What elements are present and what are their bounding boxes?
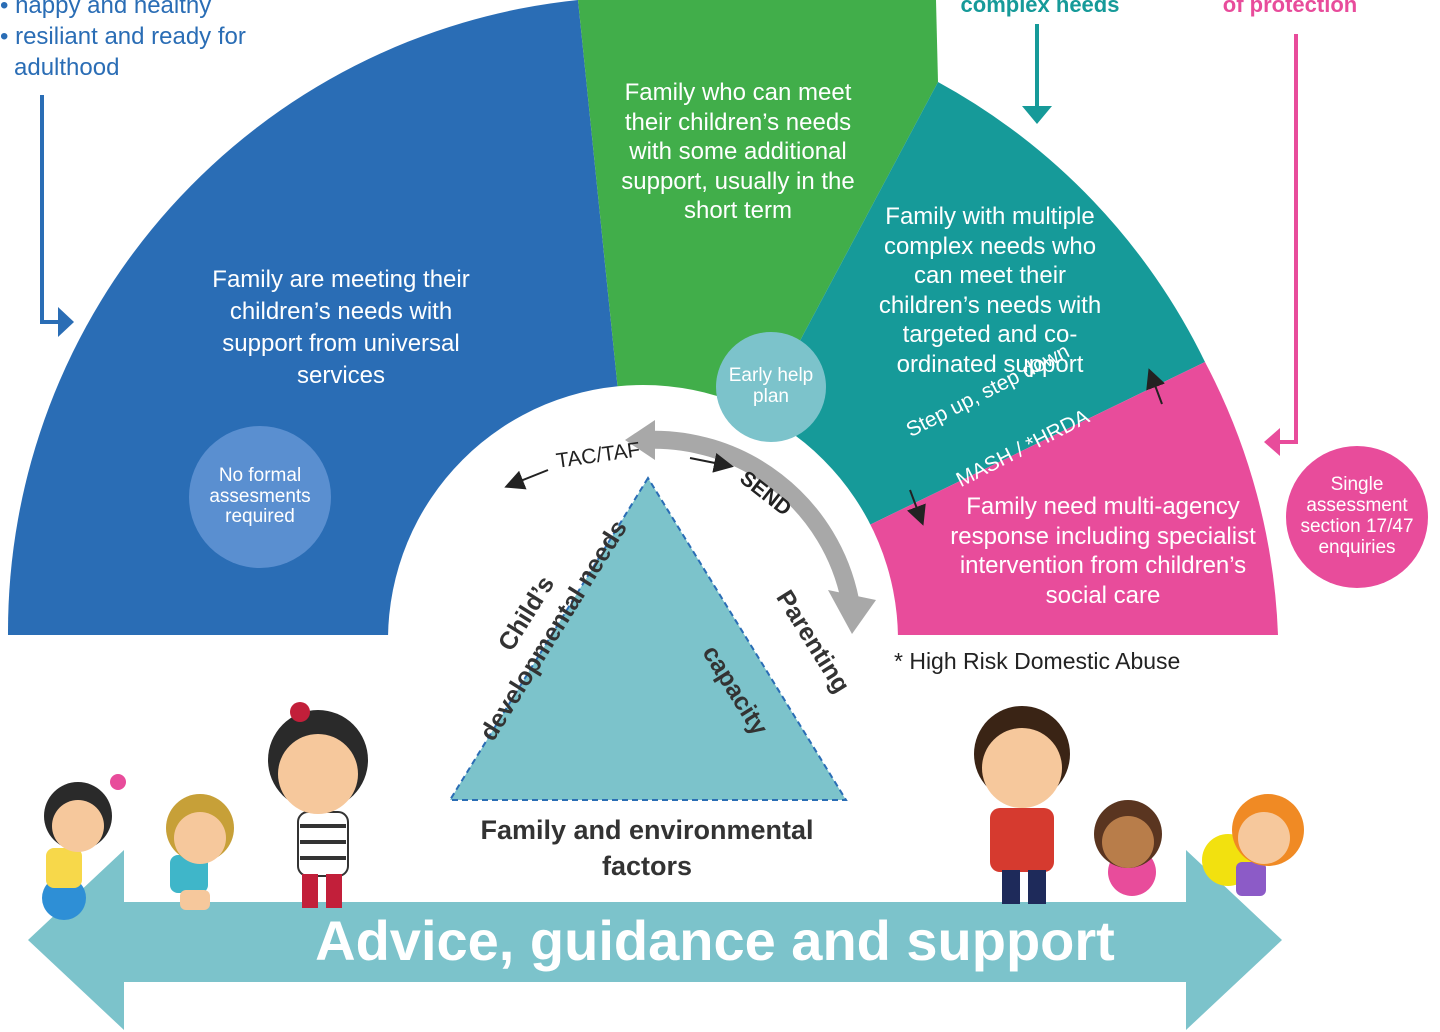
child-illustration-5 <box>1094 800 1162 896</box>
blue-connector-head <box>58 307 74 337</box>
advice-banner <box>28 850 1282 1030</box>
no-formal-text: No formal assesments required <box>209 464 311 528</box>
segment-additional-text: Family who can meet their children’s nee… <box>621 79 855 224</box>
segment-targeted-text: Family with multiple complex needs who c… <box>878 203 1102 378</box>
single-assessment-circle: Single assessment section 17/47 enquirie… <box>1286 446 1428 588</box>
bullet-3: adulthood <box>14 54 120 81</box>
segment-universal-text: Family are meeting their children’s need… <box>212 266 470 389</box>
early-help-circle: Early help plan <box>716 332 826 442</box>
teal-arrow-head <box>1022 106 1052 124</box>
assessment-triangle <box>448 476 848 801</box>
grey-arrow-head <box>828 590 876 634</box>
tac-right-arrow <box>689 453 734 473</box>
grey-curved-arrow <box>642 430 859 602</box>
complex-needs-heading: complex needs <box>960 0 1120 17</box>
triangle-base-line-1: Family and environmental <box>480 815 814 845</box>
segment-specialist-text: Family need multi-agency response includ… <box>950 493 1256 609</box>
step-down-arrow <box>907 489 926 526</box>
grey-arrow-tail <box>625 420 655 460</box>
protection-heading: of protection <box>1222 0 1358 17</box>
pink-connector <box>1278 34 1298 444</box>
tac-left-arrow <box>504 469 549 490</box>
child-illustration-4 <box>974 706 1070 904</box>
outcome-bullets: • happy and healthy • resiliant and read… <box>0 0 300 83</box>
footnote: * High Risk Domestic Abuse <box>894 648 1181 674</box>
triangle-base-line-2: factors <box>601 851 693 881</box>
no-formal-circle: No formal assesments required <box>189 426 331 568</box>
bullet-2: • resiliant and ready for <box>0 23 246 50</box>
blue-connector <box>40 95 60 324</box>
single-assessment-text: Single assessment section 17/47 enquirie… <box>1300 474 1414 558</box>
early-help-text: Early help plan <box>728 365 814 407</box>
step-up-arrow <box>1146 368 1165 405</box>
child-illustration-2 <box>166 794 234 910</box>
child-illustration-3 <box>268 702 368 908</box>
bullet-1: • happy and healthy <box>0 0 212 19</box>
triangle-base-label: Family and environmental factors <box>440 812 854 884</box>
pink-connector-head <box>1264 428 1280 456</box>
child-illustration-1 <box>42 774 126 920</box>
banner-text: Advice, guidance and support <box>315 909 1115 972</box>
child-illustration-6 <box>1202 794 1304 896</box>
